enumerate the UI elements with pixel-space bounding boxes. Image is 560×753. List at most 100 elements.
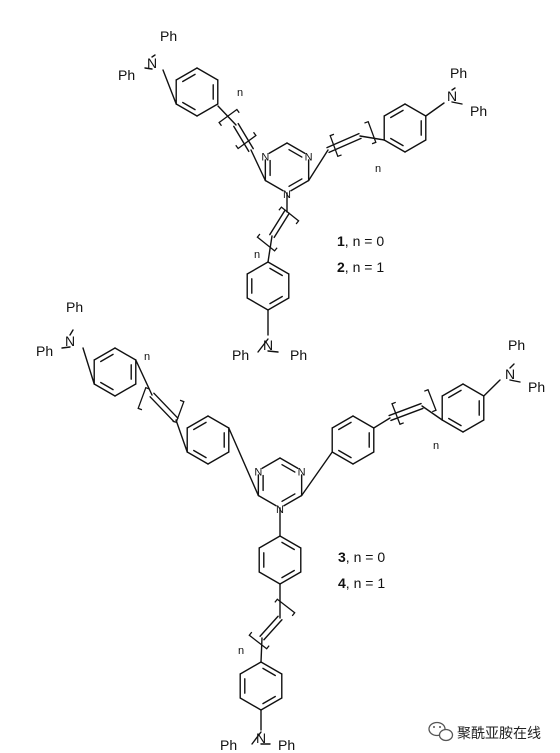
bottom-left-amine-phenyl-label: Ph xyxy=(66,299,83,315)
top-right-arm-bond xyxy=(359,135,385,141)
bottom-right-arm-bond xyxy=(373,417,391,429)
top-left-amine-n-ph-bond xyxy=(144,67,153,70)
bottom-inner-left-phenyl-bond xyxy=(207,415,230,429)
top-bottom-vinyl xyxy=(273,212,290,239)
top-right-amine-n-ph-bond xyxy=(451,87,456,91)
top-left-arm-bond xyxy=(217,105,237,126)
bottom-inner-right-phenyl-bond xyxy=(331,451,354,465)
bottom-down-vinyl-close-bracket xyxy=(248,631,270,650)
top-triazine-inner-bond xyxy=(288,148,303,158)
top-triazine-bond xyxy=(290,179,310,192)
bottom-outer-bottom-phenyl-bond xyxy=(239,661,262,675)
bottom-right-vinyl xyxy=(390,407,424,422)
watermark: 聚酰亚胺在线 xyxy=(428,721,541,742)
top-right-vinyl xyxy=(328,137,362,154)
top-right-phenyl-inner-bond xyxy=(390,137,404,147)
top-bottom-amine-phenyl-label: Ph xyxy=(232,347,249,363)
top-triazine-nitrogen-atom: N xyxy=(305,152,313,164)
bottom-left-n-bond xyxy=(82,347,95,385)
top-bottom-amine-n-ph-bond xyxy=(257,338,269,353)
top-triazine-nitrogen-atom: N xyxy=(283,189,291,201)
bottom-right-link-bond xyxy=(300,451,333,497)
top-left-vinyl-open-bracket xyxy=(235,131,257,150)
bottom-outer-right-phenyl-inner-bond xyxy=(448,417,462,427)
bottom-left-link-bond xyxy=(228,427,260,497)
top-right-amine-phenyl-label: Ph xyxy=(450,65,467,81)
top-bottom-amine-n-ph-bond xyxy=(267,350,279,353)
bottom-triazine-bond xyxy=(279,457,299,469)
bottom-outer-right-phenyl-bond xyxy=(441,383,464,397)
bottom-right-amine-phenyl-label: Ph xyxy=(508,337,525,353)
compound-label-4: 4, n = 1 xyxy=(338,575,385,591)
top-left-vinyl-repeat-n: n xyxy=(237,87,243,99)
bottom-inner-bottom-phenyl-bond xyxy=(258,535,281,549)
bottom-outer-right-phenyl-bond xyxy=(441,419,464,433)
top-right-vinyl xyxy=(326,132,360,149)
bottom-outer-right-phenyl-bond xyxy=(462,383,485,397)
bottom-inner-left-phenyl-bond xyxy=(207,451,230,465)
bottom-outer-right-phenyl-bond xyxy=(462,419,485,433)
bottom-inner-right-phenyl-bond xyxy=(331,415,354,429)
bottom-right-vinyl-open-bracket xyxy=(391,401,404,426)
bottom-right-amine-phenyl-label: Ph xyxy=(528,379,545,395)
bottom-outer-left-phenyl-inner-bond xyxy=(100,381,114,391)
top-triazine-bond xyxy=(268,142,288,154)
top-bottom-phenyl-inner-bond xyxy=(269,295,283,305)
bottom-inner-right-phenyl-inner-bond xyxy=(338,449,352,459)
top-bottom-phenyl-bond xyxy=(267,261,290,275)
bottom-outer-bottom-phenyl-inner-bond xyxy=(262,695,276,705)
bottom-right-amine-n-ph-bond xyxy=(509,363,515,369)
bottom-down-amine-nitrogen-atom: N xyxy=(256,730,266,746)
wechat-icon xyxy=(428,721,454,742)
bottom-right-amine-n-ph-bond xyxy=(509,379,521,383)
top-left-phenyl-bond xyxy=(175,103,198,117)
bottom-right-amine-nitrogen-atom: N xyxy=(505,366,515,382)
bottom-down-amine-n-ph-bond xyxy=(251,731,262,745)
top-right-phenyl-bond xyxy=(404,103,427,117)
bottom-left-amine-n-ph-bond xyxy=(61,346,71,349)
bottom-triazine-bond xyxy=(257,494,277,507)
bottom-outer-bottom-phenyl-bond xyxy=(260,697,283,711)
bottom-inner-left-phenyl-bond xyxy=(186,451,209,465)
bottom-down-arm-bond xyxy=(260,637,263,663)
bottom-triazine-inner-bond xyxy=(281,493,296,503)
bottom-outer-bottom-phenyl-inner-bond xyxy=(262,667,276,677)
bottom-outer-left-phenyl-bond xyxy=(93,383,116,397)
top-left-vinyl xyxy=(233,125,250,153)
watermark-text: 聚酰亚胺在线 xyxy=(457,725,541,741)
bottom-inner-bottom-phenyl-bond xyxy=(258,571,281,585)
bottom-left-amine-n-ph-bond xyxy=(69,329,74,336)
top-left-phenyl-bond xyxy=(196,67,219,81)
top-left-vinyl-close-bracket xyxy=(218,108,240,127)
bottom-triazine-nitrogen-atom: N xyxy=(254,467,262,479)
top-bottom-arm-bond xyxy=(267,235,273,263)
bottom-triazine-nitrogen-atom: N xyxy=(298,467,306,479)
compound-label-1: 1, n = 0 xyxy=(337,233,384,249)
top-right-arm-bond xyxy=(307,149,329,182)
bottom-inner-bottom-phenyl-inner-bond xyxy=(281,569,295,579)
top-triazine-inner-bond xyxy=(288,178,303,188)
bottom-left-vinyl-close-bracket xyxy=(137,386,150,411)
bottom-outer-left-phenyl-inner-bond xyxy=(100,353,114,363)
bottom-left-vinyl xyxy=(153,392,179,419)
top-bottom-vinyl-open-bracket xyxy=(278,206,300,225)
top-bottom-phenyl-bond xyxy=(267,297,290,311)
bottom-down-vinyl-open-bracket xyxy=(274,598,296,617)
bottom-down-vinyl xyxy=(259,615,279,637)
top-right-vinyl-repeat-n: n xyxy=(375,163,381,175)
bottom-left-arm-bond xyxy=(135,359,153,396)
bottom-inner-bottom-phenyl-bond xyxy=(279,571,302,585)
bottom-left-vinyl xyxy=(149,396,175,423)
compound-label-3: 3, n = 0 xyxy=(338,549,385,565)
bottom-down-vinyl-repeat-n: n xyxy=(238,645,244,657)
top-right-phenyl-bond xyxy=(383,103,406,117)
bottom-down-vinyl xyxy=(263,619,283,641)
bottom-right-n-bond xyxy=(483,379,501,397)
top-right-phenyl-inner-bond xyxy=(390,109,404,119)
top-bottom-amine-nitrogen-atom: N xyxy=(263,337,273,353)
bottom-outer-bottom-phenyl-bond xyxy=(239,697,262,711)
bottom-inner-bottom-phenyl-inner-bond xyxy=(281,541,295,551)
bottom-triazine-bond xyxy=(283,494,303,507)
bottom-triazine-bond xyxy=(261,457,281,469)
